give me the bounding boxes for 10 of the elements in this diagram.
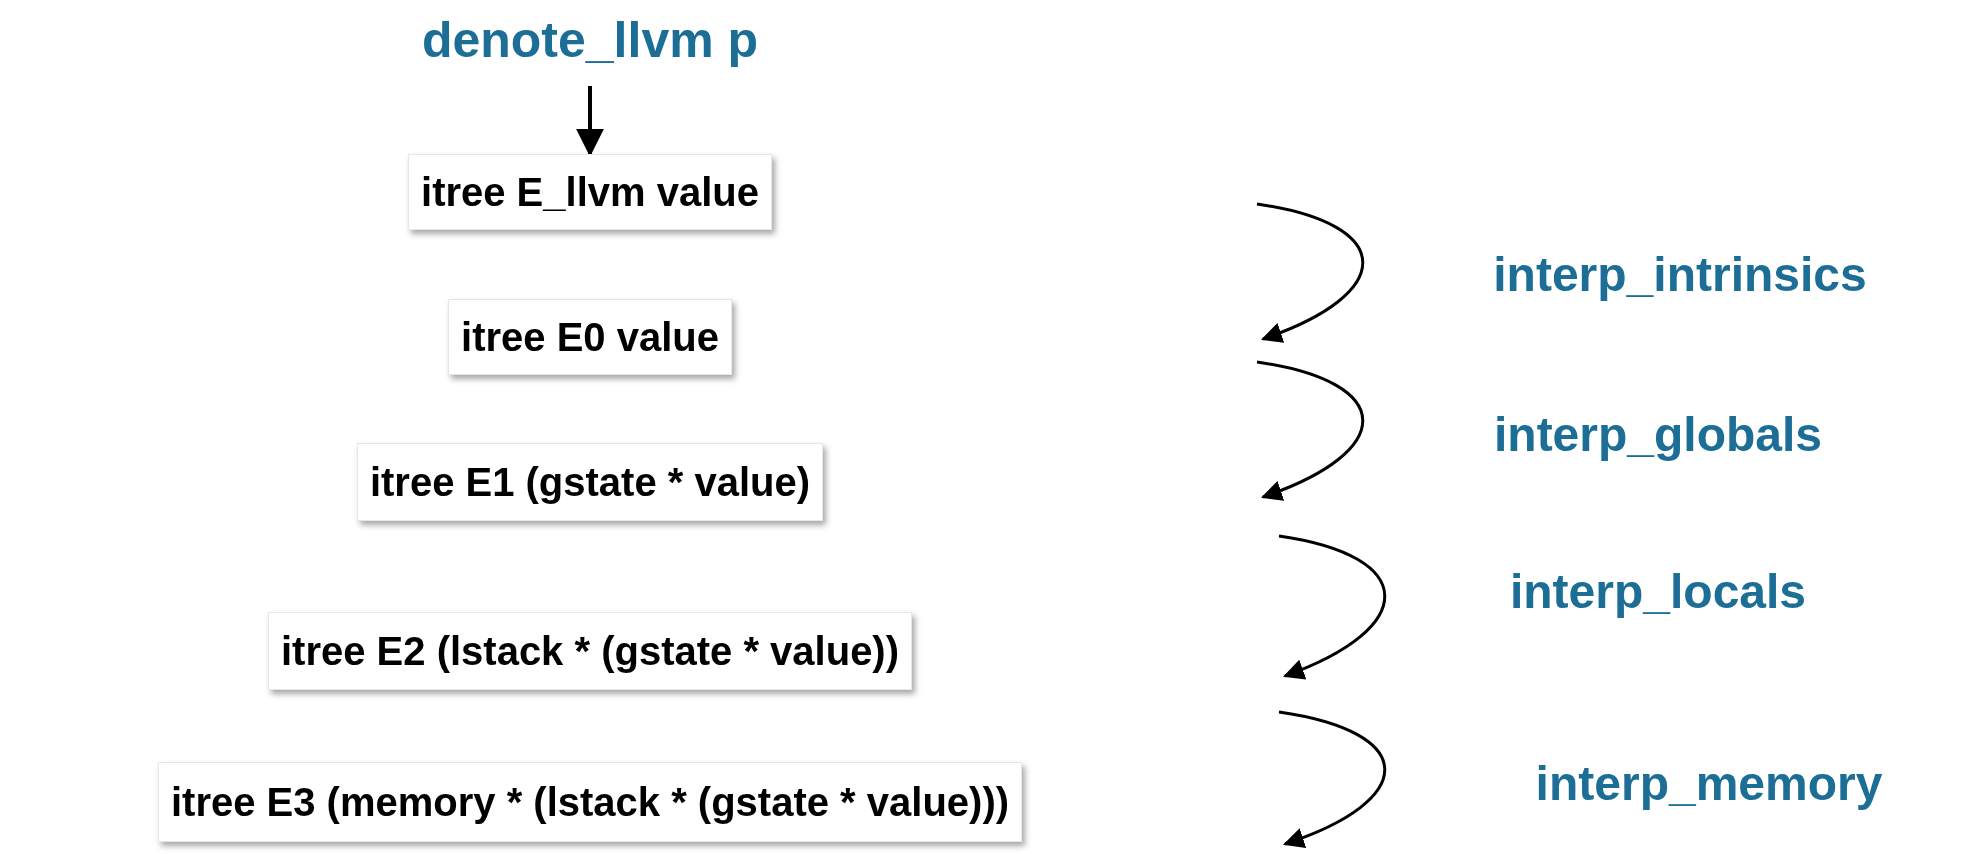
transformation-label: interp_globals bbox=[1493, 407, 1823, 463]
function-label: denote_llvm p bbox=[421, 8, 759, 72]
type-box: itree E_llvm value bbox=[408, 154, 772, 230]
type-box: itree E1 (gstate * value) bbox=[356, 443, 824, 521]
transformation-label: interp_memory bbox=[1535, 756, 1883, 812]
type-box: itree E3 (memory * (lstack * (gstate * value))) bbox=[157, 762, 1023, 842]
type-box: itree E2 (lstack * (gstate * value)) bbox=[268, 612, 912, 690]
type-box: itree E0 value bbox=[448, 299, 732, 375]
transformation-label: interp_intrinsics bbox=[1493, 247, 1867, 303]
transformation-label: interp_locals bbox=[1509, 564, 1807, 620]
